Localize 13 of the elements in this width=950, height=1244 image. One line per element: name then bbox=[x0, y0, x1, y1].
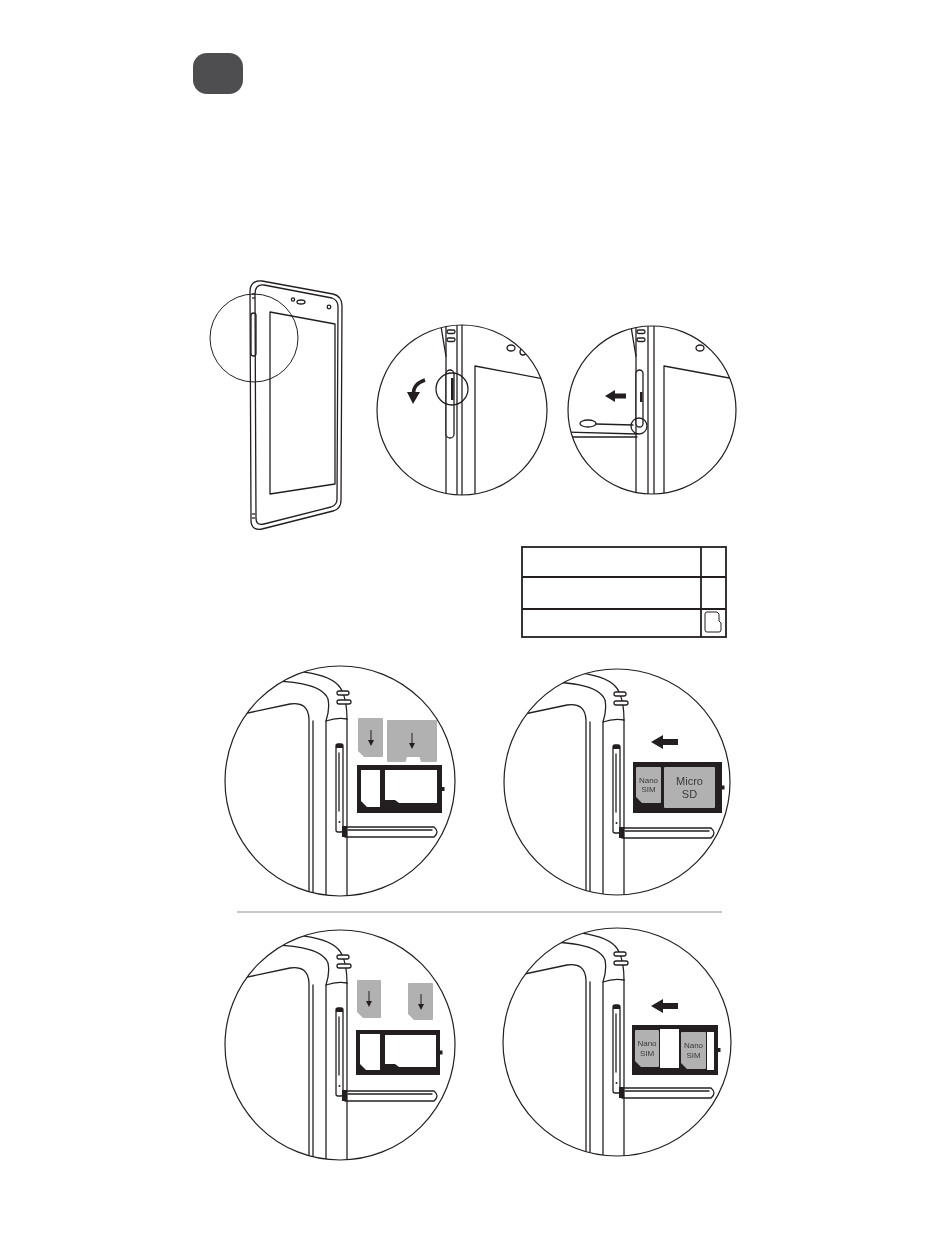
memory-card bbox=[387, 720, 437, 762]
card-label: Nano SIM bbox=[637, 1039, 657, 1058]
sim-card bbox=[635, 1030, 659, 1067]
card-label: Nano SIM bbox=[638, 775, 659, 795]
step-badge bbox=[193, 53, 243, 94]
card-label: Micro SD bbox=[676, 774, 703, 801]
sim-card bbox=[636, 767, 661, 803]
card-label: Nano SIM bbox=[683, 1041, 704, 1060]
sim-card bbox=[408, 983, 433, 1020]
sim-card bbox=[681, 1032, 706, 1069]
sim-card bbox=[358, 718, 383, 757]
sim-card bbox=[357, 980, 381, 1018]
memory-card bbox=[664, 767, 715, 808]
